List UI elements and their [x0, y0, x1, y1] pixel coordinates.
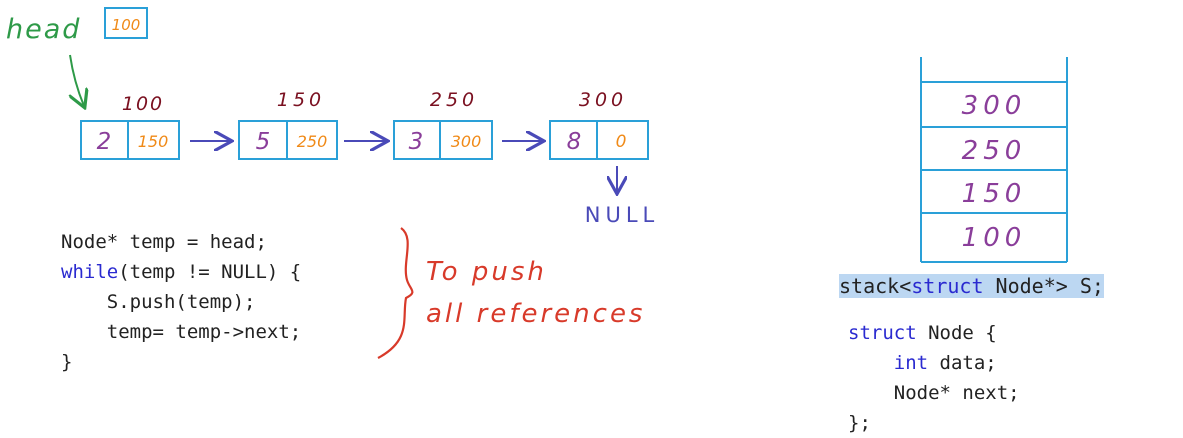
node-address: 100	[122, 93, 164, 115]
code-line: stack<	[839, 274, 912, 298]
code-line: data;	[928, 352, 997, 374]
node-data: 8	[567, 129, 582, 155]
annotation-line-1: To push	[426, 257, 547, 287]
node-address: 250	[430, 89, 478, 111]
head-label: head	[6, 14, 81, 45]
node-box	[393, 120, 493, 160]
code-line: };	[848, 412, 871, 434]
code-line: temp= temp->next;	[61, 321, 302, 343]
stack-item: 100	[962, 223, 1027, 253]
code-keyword: while	[61, 261, 119, 283]
code-keyword: int	[893, 352, 929, 374]
head-box	[104, 7, 148, 39]
node-next: 300	[451, 132, 482, 151]
code-line: Node*> S;	[983, 274, 1104, 298]
node-box	[80, 120, 180, 160]
code-keyword: struct	[911, 274, 984, 298]
push-loop-code: Node* temp = head; while(temp != NULL) {…	[61, 227, 301, 377]
code-line: }	[61, 351, 73, 373]
code-line: Node* next;	[848, 382, 1020, 404]
stack-item: 250	[962, 136, 1027, 166]
node-next: 150	[138, 132, 169, 151]
node-next: 250	[297, 132, 328, 151]
annotation-brace	[377, 227, 414, 359]
stack-diagram: 300 250 150 100	[920, 57, 1068, 263]
node-data: 3	[409, 129, 424, 155]
head-arrow	[70, 54, 84, 106]
node-address: 300	[579, 89, 627, 111]
stack-item: 150	[962, 179, 1027, 209]
annotation-line-2: all references	[426, 299, 645, 329]
node-data: 5	[256, 129, 271, 155]
stack-declaration: stack<struct Node*> S;	[839, 271, 1104, 301]
code-keyword: struct	[848, 322, 917, 344]
node-next: 0	[616, 132, 627, 152]
null-label: NULL	[585, 203, 659, 227]
struct-node-code: struct Node { int data; Node* next; };	[848, 318, 1020, 438]
head-value: 100	[112, 16, 141, 34]
code-line: S.push(temp);	[61, 291, 256, 313]
code-line: Node* temp = head;	[61, 231, 267, 253]
node-data: 2	[97, 129, 112, 155]
code-line: (temp != NULL) {	[118, 261, 302, 283]
node-box	[549, 120, 649, 160]
node-address: 150	[277, 89, 325, 111]
code-line: Node {	[916, 322, 997, 344]
stack-declaration-highlight: stack<struct Node*> S;	[839, 274, 1104, 298]
stack-item: 300	[962, 91, 1027, 121]
